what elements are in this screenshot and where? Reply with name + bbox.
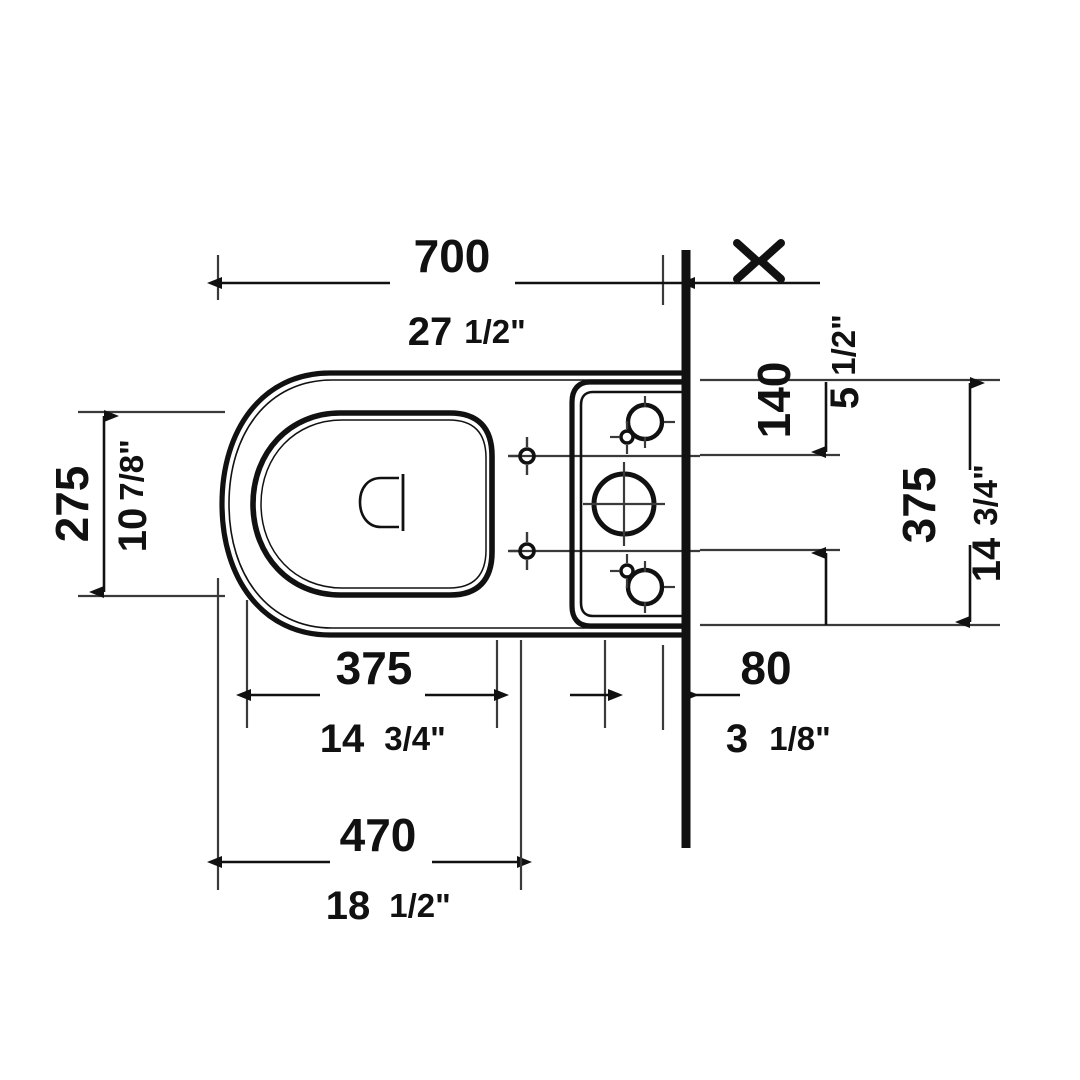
- dim-80-imperial-fraction: 1/8": [769, 720, 831, 757]
- extension-lines: [78, 255, 1000, 890]
- upper-seat-bolt: [518, 447, 536, 465]
- dim-140-imperial-fraction: 1/2": [825, 314, 862, 376]
- bowl-outline-inner-offset: [228, 379, 686, 629]
- dim-80-imperial-whole: 3: [726, 717, 748, 761]
- dim-140-imperial-whole: 5: [823, 387, 867, 409]
- break-arrow-left-icon: [757, 239, 785, 283]
- dim-275-imperial-fraction: 7/8": [113, 439, 150, 501]
- dimension-375-right: 375 14 3/4": [893, 377, 1009, 628]
- dim-375r-imperial-whole: 14: [965, 537, 1009, 582]
- dim-470-metric: 470: [340, 809, 417, 861]
- dim-470-imperial-whole: 18: [326, 884, 371, 928]
- break-marker: [680, 239, 820, 289]
- bowl-outline: [219, 370, 689, 638]
- toilet-outline-group: [219, 370, 689, 638]
- dim-375r-imperial-fraction: 3/4": [967, 464, 1004, 526]
- dim-375b-imperial-whole: 14: [320, 717, 365, 761]
- dimension-375-bottom: 375 14 3/4": [236, 642, 509, 761]
- dim-275-metric: 275: [46, 466, 98, 543]
- lower-seat-bolt: [518, 542, 536, 560]
- dim-470-imperial-fraction: 1/2": [389, 887, 451, 924]
- dim-80-metric: 80: [740, 642, 791, 694]
- dim-375b-imperial-fraction: 3/4": [384, 720, 446, 757]
- dim-700-metric: 700: [414, 230, 491, 282]
- dimension-140: 140 5 1/2": [748, 314, 867, 625]
- dim-700-imperial-fraction: 1/2": [464, 313, 526, 350]
- bowl-rim-inner-offset: [260, 419, 487, 589]
- tank-outline: [569, 379, 686, 629]
- dim-700-imperial-whole: 27: [408, 310, 453, 354]
- water-spot: [358, 476, 399, 529]
- dimension-80: 80 3 1/8": [570, 642, 831, 761]
- lower-small-hole: [619, 563, 635, 579]
- dim-375b-metric: 375: [336, 642, 413, 694]
- dimension-700: 700 27 1/2": [207, 230, 697, 354]
- dimension-275: 275 10 7/8": [46, 410, 155, 598]
- break-arrow-right-icon: [733, 239, 761, 283]
- tank-outline-inner: [579, 390, 686, 618]
- dim-375r-metric: 375: [893, 467, 945, 544]
- dimension-470: 470 18 1/2": [207, 728, 532, 928]
- dim-275-imperial-whole: 10: [111, 508, 155, 553]
- tank-holes-group: [508, 396, 675, 613]
- dim-140-metric: 140: [748, 362, 800, 439]
- upper-small-hole: [619, 429, 635, 445]
- bowl-rim: [250, 410, 495, 598]
